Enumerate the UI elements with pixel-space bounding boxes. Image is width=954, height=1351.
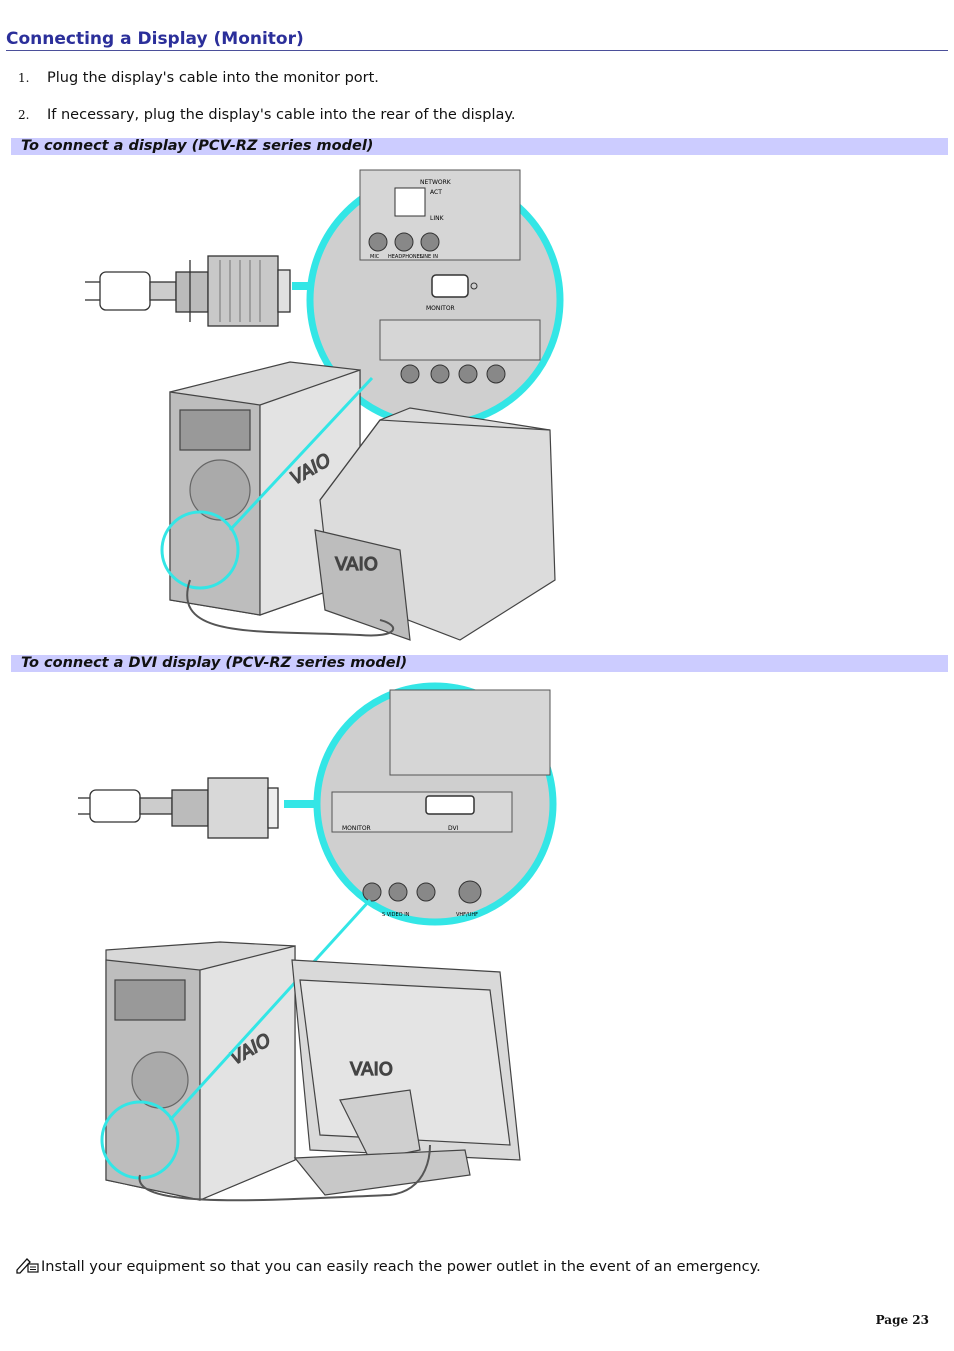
figure-caption-dvi: To connect a DVI display (PCV-RZ series … xyxy=(11,655,948,672)
port-zoom-circle: MONITOR DVI S VIDEO IN VHF/UHF xyxy=(313,682,557,926)
svg-text:VAIO: VAIO xyxy=(335,554,378,575)
dvi-cable xyxy=(138,1144,431,1202)
note: Install your equipment so that you can e… xyxy=(15,1256,761,1280)
svg-text:NETWORK: NETWORK xyxy=(420,179,452,186)
svg-text:DVI: DVI xyxy=(448,825,459,832)
svg-text:VAIO: VAIO xyxy=(350,1059,393,1080)
port-zoom-circle: NETWORK ACT LINK MIC HEADPHONES LINE IN … xyxy=(306,169,564,429)
figure-caption-vga: To connect a display (PCV-RZ series mode… xyxy=(11,138,948,155)
svg-text:MONITOR: MONITOR xyxy=(426,305,455,312)
pencil-note-icon xyxy=(15,1256,41,1280)
svg-text:HEADPHONES: HEADPHONES xyxy=(388,254,423,260)
note-text: Install your equipment so that you can e… xyxy=(41,1259,761,1275)
svg-text:LINK: LINK xyxy=(430,215,445,222)
figure-vga-connection: NETWORK ACT LINK MIC HEADPHONES LINE IN … xyxy=(85,169,564,641)
tower-pc: VAIO xyxy=(105,941,296,1201)
svg-text:MONITOR: MONITOR xyxy=(342,825,371,832)
step-number: 2. xyxy=(18,108,30,122)
svg-text:LINE IN: LINE IN xyxy=(420,254,438,260)
svg-text:VHF/UHF: VHF/UHF xyxy=(456,912,478,918)
svg-text:S VIDEO IN: S VIDEO IN xyxy=(382,912,410,918)
figure-dvi-connection: MONITOR DVI S VIDEO IN VHF/UHF VAIO VAIO xyxy=(78,682,557,1202)
port-highlight-circle xyxy=(160,510,240,590)
svg-text:ACT: ACT xyxy=(430,189,442,196)
step-number: 1. xyxy=(18,71,30,85)
dvi-cable-plug xyxy=(78,777,279,839)
vga-cable xyxy=(186,579,395,637)
svg-text:MIC: MIC xyxy=(370,254,380,260)
crt-monitor: VAIO xyxy=(314,407,556,641)
step-text: If necessary, plug the display's cable i… xyxy=(47,107,516,123)
page-number: Page 23 xyxy=(875,1313,929,1327)
vga-cable-plug xyxy=(85,255,291,327)
lcd-monitor: VAIO xyxy=(291,959,521,1196)
step-text: Plug the display's cable into the monito… xyxy=(47,70,379,86)
page-title: Connecting a Display (Monitor) xyxy=(6,29,948,51)
